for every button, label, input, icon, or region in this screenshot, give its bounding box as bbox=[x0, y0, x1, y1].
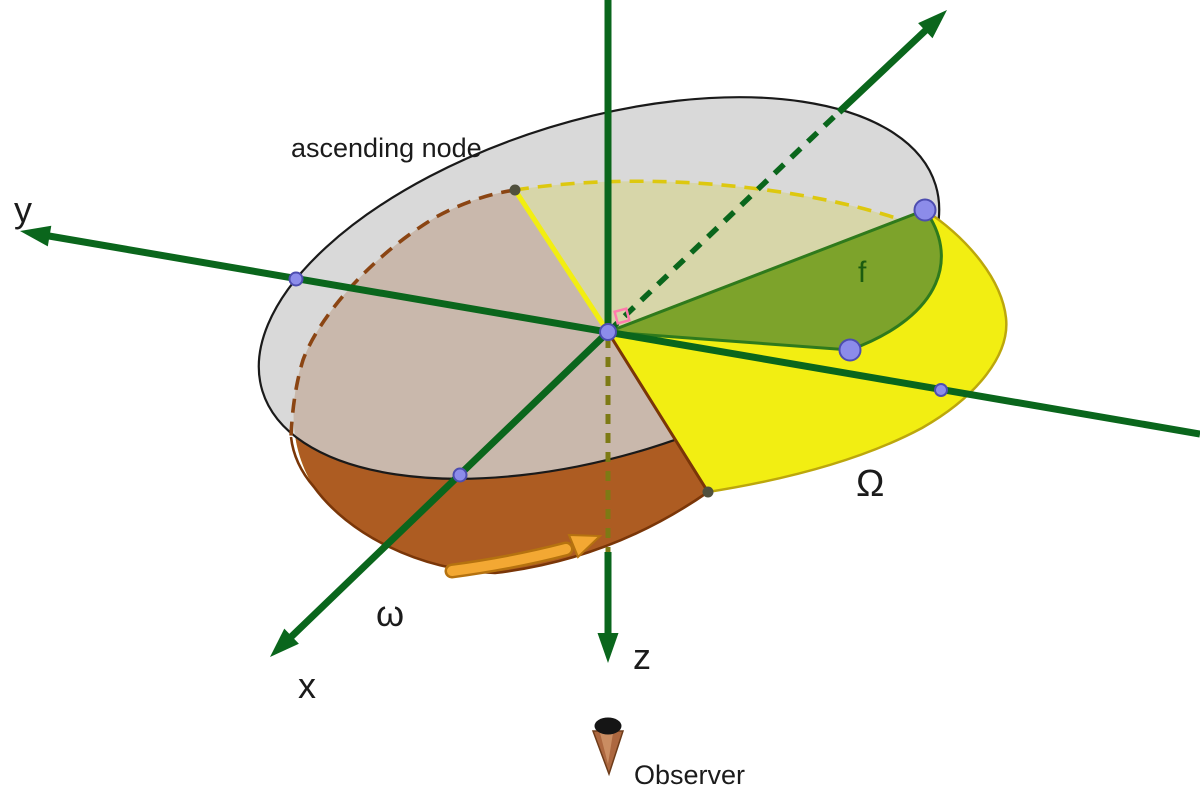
observer-cone-highlight bbox=[600, 733, 613, 764]
hidden-orbit-edge-brown-dashed bbox=[289, 188, 516, 438]
node-line-ascending bbox=[512, 188, 611, 334]
point-node-lower bbox=[702, 486, 714, 498]
x-axis-arrowhead-lower bbox=[270, 628, 299, 657]
label-x-axis: x bbox=[298, 665, 316, 706]
x-axis-line-lower bbox=[288, 329, 611, 640]
label-omega-lower: ω bbox=[376, 593, 404, 634]
point-body-lower bbox=[838, 338, 862, 362]
motion-arrow-head bbox=[567, 533, 603, 559]
x-axis-arrowhead-upper bbox=[918, 10, 947, 39]
label-y-axis: y bbox=[14, 189, 32, 230]
label-z-axis: z bbox=[633, 636, 651, 677]
y-axis-line bbox=[48, 232, 1200, 438]
x-axis-line-hidden-dashed bbox=[606, 110, 841, 334]
observer-icon bbox=[591, 717, 625, 777]
node-line-descending bbox=[606, 331, 710, 493]
point-orbit-edge-right bbox=[934, 383, 948, 397]
hidden-orbit-edge-yellow-dashed bbox=[514, 179, 903, 222]
point-origin bbox=[599, 323, 617, 341]
point-x-axis-crossing bbox=[452, 467, 468, 483]
label-observer: Observer bbox=[634, 760, 745, 790]
z-axis-arrowhead bbox=[597, 633, 619, 663]
point-node-upper bbox=[509, 184, 521, 196]
label-true-anomaly: f bbox=[858, 256, 867, 289]
point-y-axis-crossing bbox=[288, 271, 304, 287]
label-ascending-node: ascending node bbox=[291, 133, 482, 163]
x-axis-line-upper bbox=[836, 27, 929, 115]
label-omega-upper: Ω bbox=[856, 463, 884, 505]
right-angle-marker bbox=[613, 307, 631, 325]
observer-head bbox=[594, 717, 622, 735]
true-anomaly-sector bbox=[607, 208, 943, 352]
motion-arrow-body bbox=[447, 544, 571, 576]
point-body-upper bbox=[913, 198, 937, 222]
y-axis-arrowhead bbox=[20, 225, 52, 247]
